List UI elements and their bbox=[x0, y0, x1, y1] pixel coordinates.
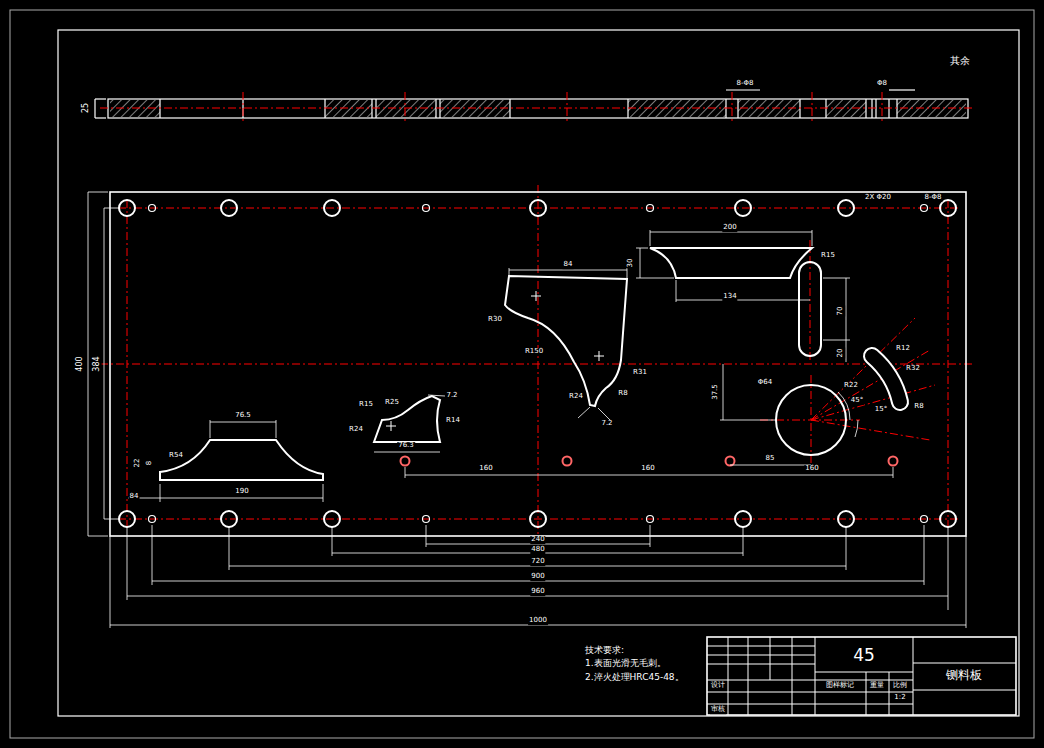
crosses bbox=[386, 291, 604, 431]
title-block bbox=[707, 637, 1016, 715]
drawing-frame bbox=[58, 30, 1019, 716]
dimension-text: 1:2 bbox=[893, 694, 906, 702]
dimension-text: R54 bbox=[168, 452, 184, 460]
dimension-text: R31 bbox=[632, 369, 648, 377]
dimension-text: 76.5 bbox=[234, 412, 252, 420]
dimension-text: 384 bbox=[93, 355, 102, 372]
dimension-text: R12 bbox=[895, 345, 911, 353]
dimension-text: 160 bbox=[640, 465, 655, 473]
dimension-text: 200 bbox=[722, 224, 737, 232]
dimension-text: 84 bbox=[129, 493, 140, 501]
dimension-text: 审核 bbox=[710, 706, 726, 714]
dimension-text: 重量 bbox=[869, 682, 885, 690]
dimension-text: 铡料板 bbox=[945, 669, 983, 682]
dimension-text: 160 bbox=[478, 465, 493, 473]
dimension-text: 25 bbox=[82, 102, 91, 114]
dimension-text: R15 bbox=[820, 252, 836, 260]
dimension-lines bbox=[88, 192, 966, 628]
dimension-text: 45 bbox=[852, 646, 876, 665]
dimension-text: 8-Φ8 bbox=[924, 194, 943, 202]
dimension-text: 1000 bbox=[528, 617, 548, 625]
dimension-text: 8 bbox=[146, 460, 154, 466]
dimension-text: 70 bbox=[837, 306, 845, 317]
plate bbox=[110, 192, 966, 536]
dimension-text: R30 bbox=[487, 316, 503, 324]
dimension-text: R8 bbox=[913, 403, 924, 411]
dimension-text: 960 bbox=[530, 588, 545, 596]
dimension-text: 76.3 bbox=[397, 442, 415, 450]
dimension-text: 15° bbox=[874, 406, 888, 414]
dimension-text: R14 bbox=[445, 417, 461, 425]
dimension-text: R24 bbox=[568, 393, 584, 401]
dimension-text: 22 bbox=[134, 458, 142, 469]
dimension-text: 45° bbox=[850, 397, 864, 405]
dimension-text: 720 bbox=[530, 558, 545, 566]
dimension-text: 7.2 bbox=[445, 392, 458, 400]
dimension-text: R8 bbox=[617, 390, 628, 398]
dimension-text: 84 bbox=[563, 261, 574, 269]
dimension-text: R25 bbox=[384, 399, 400, 407]
dimension-text: 240 bbox=[530, 536, 545, 544]
dimension-text: 85 bbox=[765, 455, 776, 463]
dimension-text: 图样标记 bbox=[825, 682, 855, 690]
note-text: 1.表面光滑无毛刺。 bbox=[584, 659, 667, 669]
dimension-text: 30 bbox=[627, 258, 635, 269]
dimension-text: R32 bbox=[905, 365, 921, 373]
note-text: 2.淬火处理HRC45-48。 bbox=[584, 673, 685, 683]
dimension-text: 设计 bbox=[710, 682, 726, 690]
dimension-text: 2X Φ20 bbox=[864, 194, 892, 202]
dimension-text: 其余 bbox=[949, 55, 971, 66]
section-view bbox=[95, 90, 968, 118]
dimension-text: 400 bbox=[76, 355, 85, 372]
dimension-text: 37.5 bbox=[712, 383, 720, 401]
dimension-text: 480 bbox=[530, 546, 545, 554]
dimension-text: R22 bbox=[843, 382, 859, 390]
dimension-text: 900 bbox=[530, 573, 545, 581]
dimension-text: 比例 bbox=[892, 682, 908, 690]
dimension-text: 20 bbox=[837, 348, 845, 359]
dimension-text: R150 bbox=[524, 348, 544, 356]
dimension-text: 8-Φ8 bbox=[736, 80, 755, 88]
dimension-text: 160 bbox=[804, 465, 819, 473]
dimension-text: Φ64 bbox=[757, 379, 773, 387]
note-text: 技术要求: bbox=[584, 646, 625, 656]
dimension-text: R15 bbox=[358, 401, 374, 409]
dimension-text: 7.2 bbox=[600, 420, 613, 428]
centerlines bbox=[100, 92, 975, 542]
sheet-border bbox=[10, 10, 1034, 738]
dimension-text: Φ8 bbox=[876, 80, 888, 88]
dimension-text: 134 bbox=[722, 293, 737, 301]
dimension-text: R24 bbox=[348, 426, 364, 434]
dimension-text: 190 bbox=[234, 488, 249, 496]
